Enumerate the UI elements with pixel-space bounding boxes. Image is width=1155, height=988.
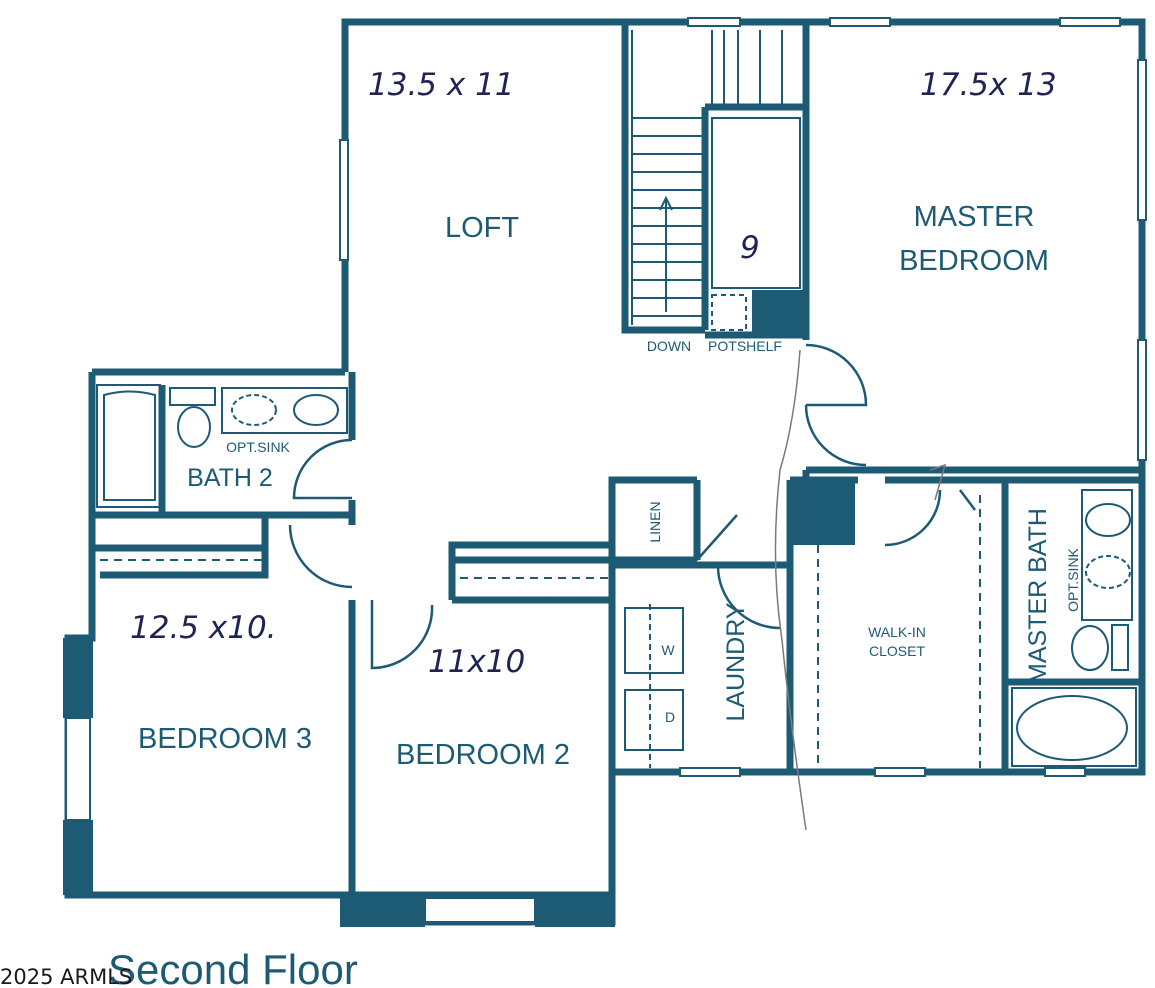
stairs-down-label: DOWN bbox=[647, 338, 691, 354]
bath2-fixtures bbox=[96, 384, 348, 508]
bedroom3-size-note: 12.5 x10. bbox=[130, 610, 277, 646]
windows bbox=[65, 17, 1147, 923]
bedroom3-label: BEDROOM 3 bbox=[138, 723, 312, 755]
laundry-label: LAUNDRY bbox=[722, 602, 750, 721]
bedroom2-size-note: 11x10 bbox=[428, 644, 525, 680]
pencil-marks bbox=[774, 349, 947, 831]
watermark: 2025 ARMLS bbox=[0, 965, 132, 988]
loft-label: LOFT bbox=[445, 212, 519, 244]
master-size-note: 17.5x 13 bbox=[920, 67, 1057, 103]
linen-label: LINEN bbox=[647, 501, 663, 542]
doors bbox=[288, 343, 976, 670]
walkin-closet-label-line1: WALK-IN bbox=[868, 624, 926, 640]
laundry-fixtures bbox=[624, 604, 684, 768]
master-bedroom-label-line1: MASTER bbox=[914, 201, 1035, 233]
potshelf-label: POTSHELF bbox=[708, 338, 782, 354]
master-bath-label: MASTER BATH bbox=[1024, 508, 1052, 684]
bedroom2-label: BEDROOM 2 bbox=[396, 739, 570, 771]
master-bath-opt-sink-label: OPT.SINK bbox=[1065, 547, 1081, 611]
closet-rods bbox=[100, 495, 981, 768]
walkin-closet-label-line2: CLOSET bbox=[869, 643, 925, 659]
stair-mark-note: 9 bbox=[740, 230, 760, 266]
bath2-opt-sink-label: OPT.SINK bbox=[226, 439, 290, 455]
plan-title: Second Floor bbox=[108, 946, 358, 988]
master-bedroom-label-line2: BEDROOM bbox=[899, 245, 1049, 277]
bath2-label: BATH 2 bbox=[187, 464, 273, 492]
washer-label: W bbox=[661, 642, 675, 658]
stairs bbox=[631, 30, 801, 331]
master-bath-fixtures bbox=[1011, 489, 1137, 767]
loft-size-note: 13.5 x 11 bbox=[368, 67, 515, 103]
dryer-label: D bbox=[665, 709, 675, 725]
wall-blocks bbox=[63, 290, 855, 927]
